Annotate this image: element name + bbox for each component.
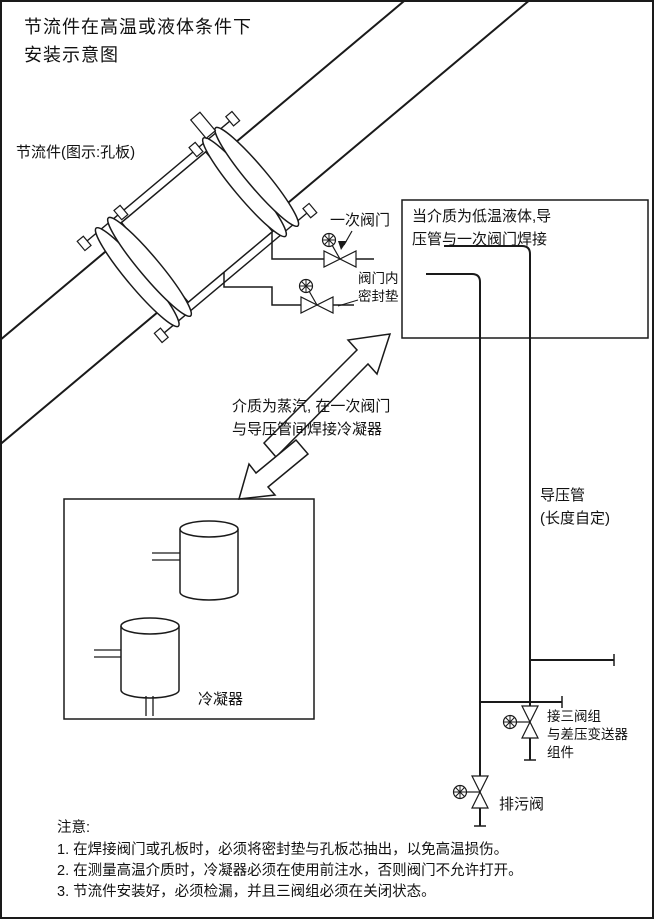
drain-valve-label: 排污阀 — [499, 796, 545, 813]
condenser-cylinder-upper — [152, 520, 239, 601]
primary-valve-leader-arrow — [338, 230, 353, 250]
three-valve-group-label: 接三阀组 与差压变送器 组件 — [547, 709, 628, 761]
note-item-1: 1. 在焊接阀门或孔板时，必须将密封垫与孔板芯抽出，以免高温损伤。 — [57, 842, 509, 858]
primary-valve-lower — [223, 272, 354, 314]
valve-gasket-label: 阀门内 密封垫 — [358, 271, 399, 304]
steam-note-text: 介质为蒸汽, 在一次阀门 与导压管间焊接冷凝器 — [232, 398, 391, 438]
notes-heading: 注意: — [57, 820, 91, 836]
condenser-label: 冷凝器 — [198, 691, 244, 708]
condenser-cylinder-lower — [94, 617, 180, 716]
pressure-tube-label: 导压管 (长度自定) — [540, 487, 610, 527]
note-item-2: 2. 在测量高温介质时，冷凝器必须在使用前注水，否则阀门不允许打开。 — [57, 863, 523, 879]
note-item-3: 3. 节流件安装好，必须检漏，并且三阀组必须在关闭状态。 — [57, 884, 436, 900]
primary-valve-upper — [271, 232, 374, 268]
arrow-to-valves — [262, 333, 392, 459]
pressure-tubes — [426, 245, 615, 776]
throttle-element-label: 节流件(图示:孔板) — [16, 144, 136, 161]
gasket-leader-line — [337, 299, 359, 307]
handwheel-icon — [452, 784, 468, 800]
low-temp-note-text: 当介质为低温液体,导 压管与一次阀门焊接 — [412, 208, 552, 248]
branch-tube-upper — [530, 654, 615, 666]
drain-valve — [452, 775, 489, 827]
arrow-to-condenser — [237, 438, 310, 500]
branch-tube-lower — [480, 696, 563, 708]
pressure-tube-right — [444, 245, 531, 706]
handwheel-icon — [298, 278, 314, 294]
handwheel-icon — [321, 232, 337, 248]
condenser-box — [63, 498, 315, 720]
low-temp-note-box — [401, 199, 649, 339]
orifice-flange-assembly — [76, 110, 318, 344]
orifice-plate-tab — [189, 111, 217, 140]
page-title: 节流件在高温或液体条件下 安装示意图 — [24, 17, 252, 65]
primary-valve-label: 一次阀门 — [330, 212, 391, 229]
pressure-tube-left — [426, 273, 481, 776]
handwheel-icon — [502, 714, 518, 730]
notes-section: 注意: 1. 在焊接阀门或孔板时，必须将密封垫与孔板芯抽出，以免高温损伤。 2.… — [57, 818, 523, 903]
three-valve-group-valve — [502, 705, 539, 761]
flange-bolt-nuts — [76, 110, 318, 344]
main-pipe — [2, 2, 622, 593]
